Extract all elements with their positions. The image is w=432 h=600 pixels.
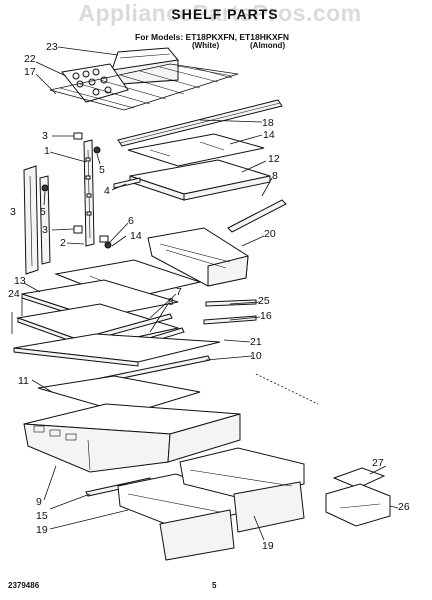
callout-19-right: 19 [262, 540, 274, 552]
part-19-right-drawer [179, 447, 305, 533]
callout-17: 17 [24, 66, 36, 78]
callout-5-upper: 5 [99, 164, 105, 176]
callout-25: 25 [258, 295, 270, 307]
part-26-bin [325, 483, 391, 527]
part-4-bar [113, 177, 141, 189]
callout-6: 6 [128, 215, 134, 227]
callout-3-top: 3 [42, 130, 48, 142]
footer-page-number: 5 [212, 581, 217, 590]
part-25-rail [205, 299, 257, 307]
callout-11: 11 [18, 375, 29, 387]
callout-14-lower: 14 [130, 230, 142, 242]
callout-8-upper: 8 [272, 170, 278, 182]
callout-22: 22 [24, 53, 36, 65]
part-17-wire-shelf [49, 63, 239, 111]
callout-1: 1 [44, 145, 50, 157]
callout-3-left: 3 [10, 206, 16, 218]
part-23-bin [111, 47, 179, 85]
leader-lines [11, 46, 399, 541]
part-3-bushings [41, 132, 112, 249]
page-title: SHELF PARTS [171, 6, 279, 22]
callout-2: 2 [60, 237, 66, 249]
callout-5-lower: 5 [40, 206, 46, 218]
part-20-crisper [147, 227, 249, 287]
color-almond-label: (Almond) [250, 41, 286, 50]
callout-8-lower: 8 [168, 296, 174, 308]
part-22-egg-tray [61, 63, 129, 103]
callout-26: 26 [398, 501, 410, 513]
callout-7: 7 [176, 286, 182, 298]
part-21-shelf [13, 333, 221, 367]
color-white-label: (White) [192, 41, 220, 50]
model-line: For Models: ET18PKXFN, ET18HKXFN [135, 32, 289, 42]
callout-3-mid: 3 [42, 224, 48, 236]
part-1-rail [83, 139, 95, 247]
part-8-upper-rail [227, 199, 287, 233]
callout-21: 21 [250, 336, 262, 348]
part-2-rail [23, 165, 51, 275]
callout-9: 9 [36, 496, 42, 508]
part-12-shelf-frame [129, 159, 271, 201]
watermark: AppliancePartsPros.com [78, 0, 362, 26]
callout-23: 23 [46, 41, 58, 53]
callout-15: 15 [36, 510, 48, 522]
callout-12: 12 [268, 153, 280, 165]
callout-13: 13 [14, 275, 26, 287]
part-9-housing [23, 403, 241, 473]
callout-14-upper: 14 [263, 129, 275, 141]
callout-20: 20 [264, 228, 276, 240]
callout-19-left: 19 [36, 524, 48, 536]
part-14-upper-glass [127, 133, 265, 167]
footer-part-number: 2379486 [8, 581, 40, 590]
callout-16: 16 [260, 310, 272, 322]
callout-24: 24 [8, 288, 20, 300]
part-11-cover [37, 375, 201, 415]
callout-10: 10 [250, 350, 262, 362]
callout-4: 4 [104, 185, 110, 197]
callout-27: 27 [372, 457, 384, 469]
callout-18: 18 [262, 117, 274, 129]
part-18-rail [117, 99, 283, 147]
